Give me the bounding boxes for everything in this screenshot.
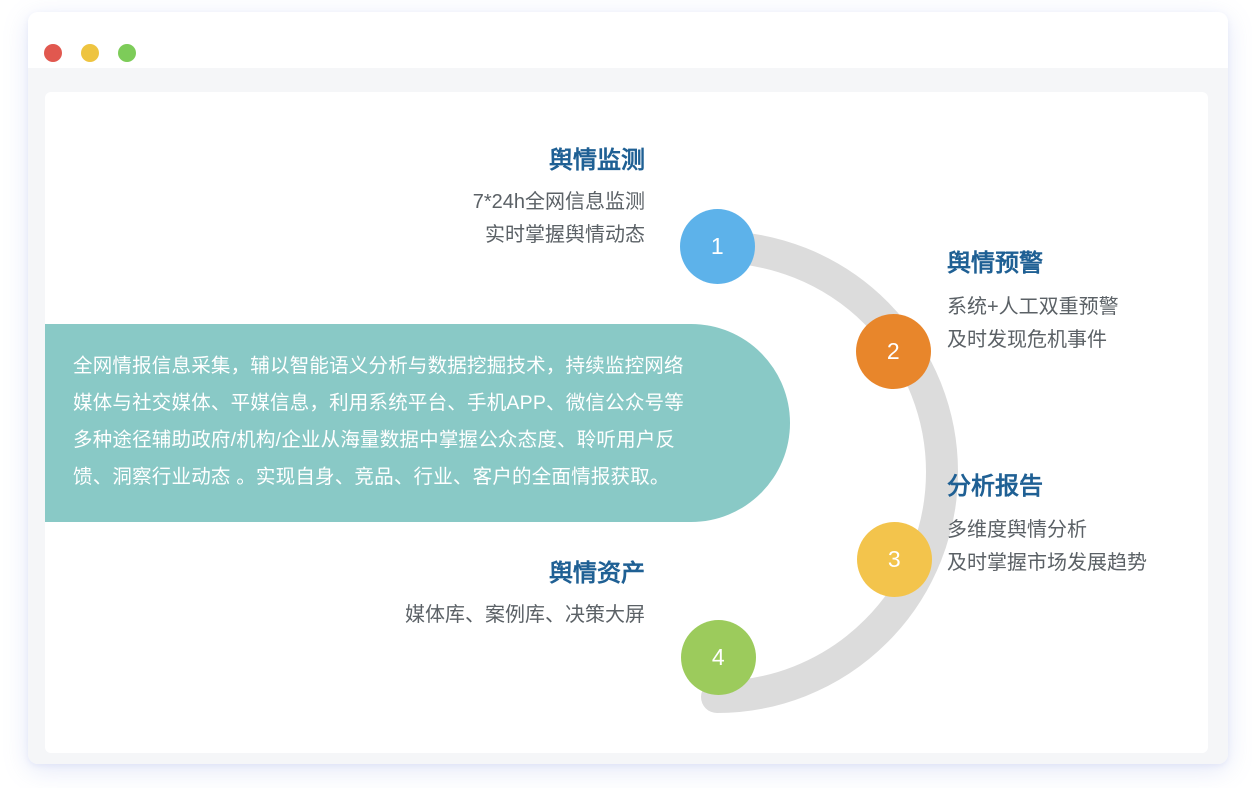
maximize-window-dot[interactable] [118,44,136,62]
summary-line-4: 馈、洞察行业动态 。实现自身、竞品、行业、客户的全面情报获取。 [73,466,670,489]
step-3-title: 分析报告 [947,473,1043,500]
step-3-description: 多维度舆情分析 及时掌握市场发展趋势 [947,518,1147,574]
process-arc-graphic [701,231,958,713]
step-block-4: 舆情资产 媒体库、案例库、决策大屏 [225,560,645,632]
step-node-1-number: 1 [710,233,725,259]
traffic-light-dots [44,44,136,62]
step-node-4-number: 4 [711,644,726,670]
summary-line-3: 多种途径辅助政府/机构/企业从海量数据中掌握公众态度、聆听用户反 [73,429,676,452]
minimize-window-dot[interactable] [81,44,99,62]
arc-path [701,231,958,713]
close-window-dot[interactable] [44,44,62,62]
step-node-4[interactable]: 4 [681,620,756,695]
step-1-description: 7*24h全网信息监测 实时掌握舆情动态 [472,190,645,246]
page-viewport: 1 2 3 4 舆情监测 7*24h全网信息监测 实时掌握舆情动态 舆情预警 系… [28,68,1228,764]
step-4-title: 舆情资产 [549,560,645,587]
summary-line-2: 媒体与社交媒体、平媒信息，利用系统平台、手机APP、微信公众号等 [73,392,684,415]
step-4-description: 媒体库、案例库、决策大屏 [405,603,645,626]
step-node-2[interactable]: 2 [856,314,931,389]
step-2-description: 系统+人工双重预警 及时发现危机事件 [947,295,1119,351]
step-block-1: 舆情监测 7*24h全网信息监测 实时掌握舆情动态 [245,147,645,252]
step-block-2: 舆情预警 系统+人工双重预警 及时发现危机事件 [947,250,1207,357]
step-2-title: 舆情预警 [947,250,1043,277]
summary-line-1: 全网情报信息采集，辅以智能语义分析与数据挖掘技术，持续监控网络 [73,355,684,377]
step-node-3[interactable]: 3 [857,522,932,597]
step-node-1[interactable]: 1 [680,209,755,284]
summary-panel: 全网情报信息采集，辅以智能语义分析与数据挖掘技术，持续监控网络 媒体与社交媒体、… [45,324,790,523]
window-titlebar [28,12,1228,68]
step-node-3-number: 3 [887,546,902,572]
step-1-title: 舆情监测 [549,147,645,174]
step-block-3: 分析报告 多维度舆情分析 及时掌握市场发展趋势 [947,473,1208,580]
browser-window: 1 2 3 4 舆情监测 7*24h全网信息监测 实时掌握舆情动态 舆情预警 系… [28,12,1228,764]
step-node-2-number: 2 [886,338,901,364]
content-card: 1 2 3 4 舆情监测 7*24h全网信息监测 实时掌握舆情动态 舆情预警 系… [45,92,1208,753]
